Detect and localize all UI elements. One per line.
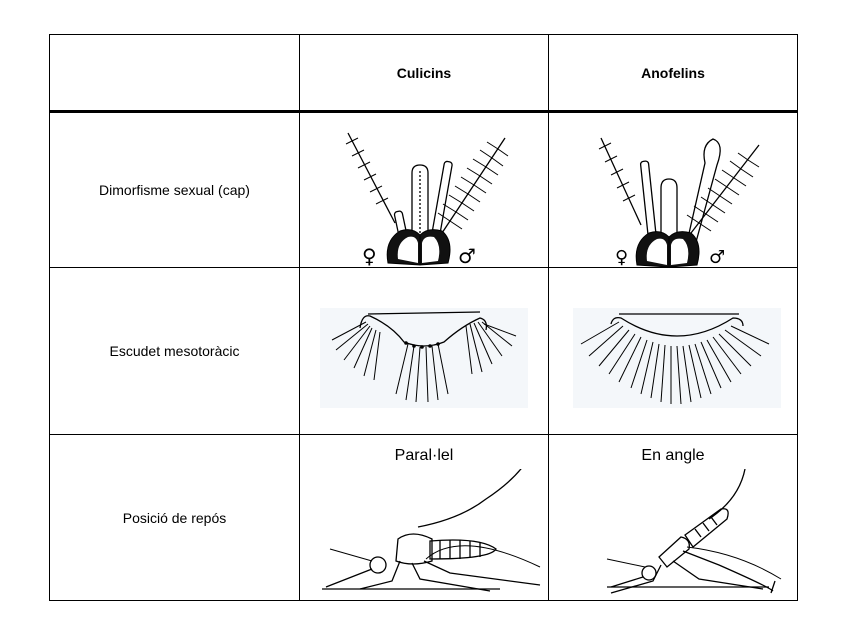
column-divider-2 — [548, 34, 549, 601]
row-divider-2 — [49, 434, 798, 435]
trilobed-scutellum-drawing — [320, 308, 528, 408]
cell-culicine-resting: Paral·lel — [300, 435, 548, 600]
cell-anopheline-head: ♀ ♂ — [549, 113, 797, 267]
rounded-scutellum-drawing — [573, 308, 781, 408]
cell-culicine-scutellum — [300, 268, 548, 434]
culicine-head-drawing: ♀ ♂ — [300, 113, 548, 267]
caption-parallel: Paral·lel — [394, 447, 454, 464]
header-culicins: Culicins — [396, 64, 452, 81]
table-border-bottom — [49, 600, 798, 601]
table-border-top — [49, 34, 798, 35]
angled-resting-mosquito-drawing — [549, 469, 797, 599]
row-divider-1 — [49, 267, 798, 268]
column-divider-1 — [299, 34, 300, 601]
anopheline-head-drawing: ♀ ♂ — [549, 113, 797, 267]
header-corner-cell — [50, 35, 299, 110]
cell-anopheline-resting: En angle — [549, 435, 797, 600]
cell-anopheline-scutellum — [549, 268, 797, 434]
comparison-table: Culicins Anofelins Dimorfisme sexual (ca… — [49, 34, 798, 601]
row-label-resting-position: Posició de repós — [122, 509, 227, 526]
male-symbol: ♂ — [458, 244, 476, 267]
row-label-scutellum: Escudet mesotoràcic — [109, 343, 240, 359]
cell-culicine-head: ♀ ♂ — [300, 113, 548, 267]
header-divider — [49, 110, 798, 113]
male-symbol: ♂ — [709, 247, 725, 267]
table-border-left — [49, 34, 50, 601]
header-anofelins: Anofelins — [641, 64, 705, 81]
female-symbol: ♀ — [615, 247, 628, 267]
female-symbol: ♀ — [362, 244, 377, 267]
parallel-resting-mosquito-drawing — [300, 469, 548, 599]
table-border-right — [797, 34, 798, 601]
row-label-sexual-dimorphism: Dimorfisme sexual (cap) — [99, 182, 250, 198]
caption-angle: En angle — [641, 447, 705, 464]
